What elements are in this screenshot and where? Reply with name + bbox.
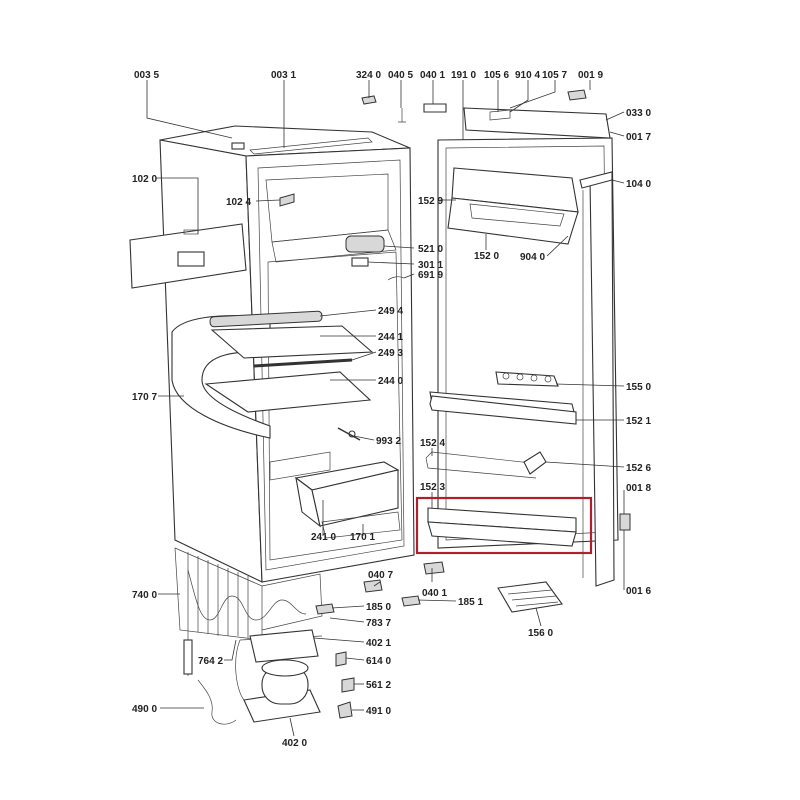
label-0405: 040 5 bbox=[388, 70, 413, 81]
label-9040: 904 0 bbox=[520, 252, 545, 263]
label-3240: 324 0 bbox=[356, 70, 381, 81]
label-0330: 033 0 bbox=[626, 108, 651, 119]
label-2493: 249 3 bbox=[378, 348, 403, 359]
label-3011: 301 1 bbox=[418, 260, 443, 271]
label-1707: 170 7 bbox=[132, 392, 157, 403]
label-0017: 001 7 bbox=[626, 132, 651, 143]
label-2410: 241 0 bbox=[311, 532, 336, 543]
label-4910: 491 0 bbox=[366, 706, 391, 717]
label-1040: 104 0 bbox=[626, 179, 651, 190]
label-0018: 001 8 bbox=[626, 483, 651, 494]
label-5210: 521 0 bbox=[418, 244, 443, 255]
label-1529: 152 9 bbox=[418, 196, 443, 207]
label-1910: 191 0 bbox=[451, 70, 476, 81]
label-0019: 001 9 bbox=[578, 70, 603, 81]
label-1523: 152 3 bbox=[420, 482, 445, 493]
label-0035: 003 5 bbox=[134, 70, 159, 81]
label-1550: 155 0 bbox=[626, 382, 651, 393]
label-1524: 152 4 bbox=[420, 438, 445, 449]
label-4900: 490 0 bbox=[132, 704, 157, 715]
label-4020: 402 0 bbox=[282, 738, 307, 749]
label-2441: 244 1 bbox=[378, 332, 403, 343]
label-7642: 764 2 bbox=[198, 656, 223, 667]
label-1850: 185 0 bbox=[366, 602, 391, 613]
label-7400: 740 0 bbox=[132, 590, 157, 601]
label-1701: 170 1 bbox=[350, 532, 375, 543]
label-2440: 244 0 bbox=[378, 376, 403, 387]
label-1560: 156 0 bbox=[528, 628, 553, 639]
label-1851: 185 1 bbox=[458, 597, 483, 608]
label-0031: 003 1 bbox=[271, 70, 296, 81]
label-6140: 614 0 bbox=[366, 656, 391, 667]
label-1521: 152 1 bbox=[626, 416, 651, 427]
compressor bbox=[235, 629, 323, 723]
label-0401-bot: 040 1 bbox=[422, 588, 447, 599]
label-0407: 040 7 bbox=[368, 570, 393, 581]
label-6919: 691 9 bbox=[418, 270, 443, 281]
label-1024: 102 4 bbox=[226, 197, 251, 208]
label-9104: 910 4 bbox=[515, 70, 540, 81]
cabinet bbox=[129, 125, 415, 641]
label-5612: 561 2 bbox=[366, 680, 391, 691]
door bbox=[425, 107, 631, 587]
condenser bbox=[174, 547, 323, 641]
label-4021: 402 1 bbox=[366, 638, 391, 649]
label-2494: 249 4 bbox=[378, 306, 403, 317]
label-9932: 993 2 bbox=[376, 436, 401, 447]
highlight-box[interactable] bbox=[415, 496, 593, 555]
label-1057: 105 7 bbox=[542, 70, 567, 81]
part-labels: 003 5 003 1 324 0 040 5 040 1 191 0 105 … bbox=[132, 70, 651, 749]
label-1526: 152 6 bbox=[626, 463, 651, 474]
label-1520: 152 0 bbox=[474, 251, 499, 262]
label-1056: 105 6 bbox=[484, 70, 509, 81]
label-0401-top: 040 1 bbox=[420, 70, 445, 81]
label-0016: 001 6 bbox=[626, 586, 651, 597]
leader-lines bbox=[146, 80, 625, 737]
label-1020: 102 0 bbox=[132, 174, 157, 185]
label-7837: 783 7 bbox=[366, 618, 391, 629]
small-parts bbox=[183, 89, 587, 725]
